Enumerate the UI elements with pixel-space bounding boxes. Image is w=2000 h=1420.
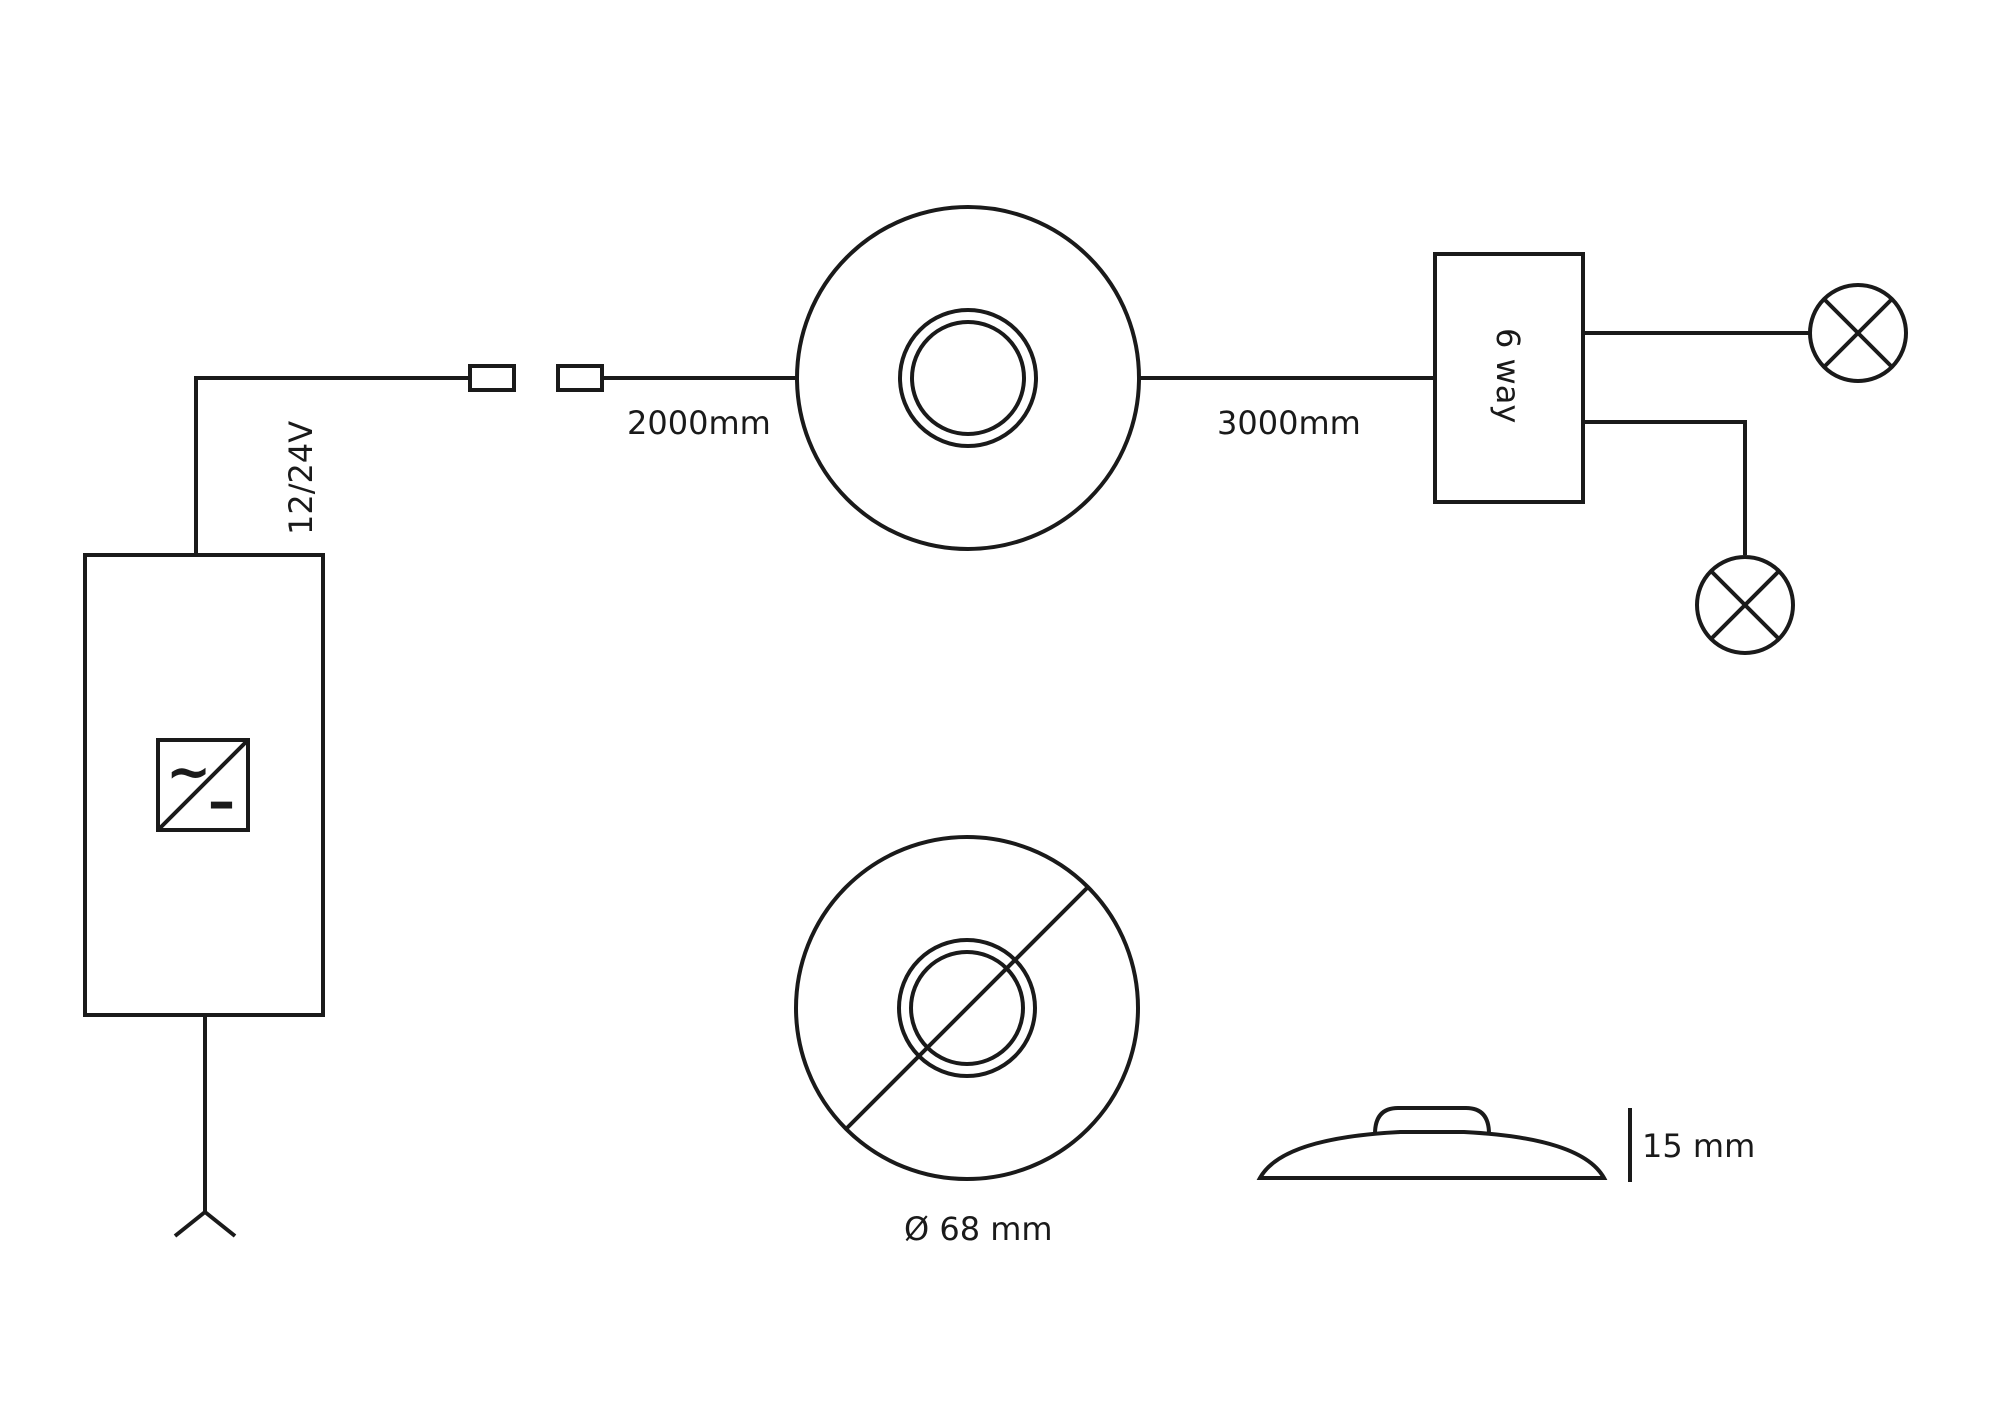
diameter-label: Ø 68 mm [904,1210,1053,1248]
fitting-profile-icon [1256,1106,1608,1180]
fitting-diameter-icon [794,835,1140,1181]
supply-voltage-label: 12/24V [282,421,320,535]
connector-male [468,364,516,392]
connector-female [556,364,604,392]
lamp-icon [1695,555,1795,655]
output-lead [194,376,470,555]
mains-plug-icon [173,1015,237,1238]
lead-length-2000-label: 2000mm [627,404,771,442]
lead-length-3000-label: 3000mm [1217,404,1361,442]
lamp-icon [1808,283,1908,383]
output-line-2 [1583,420,1747,555]
dc-symbol: – [208,770,235,833]
distributor-label: 6 way [1489,328,1527,423]
height-label: 15 mm [1642,1127,1755,1165]
ac-dc-converter-icon: ~ – [156,738,250,833]
distributor-box [1433,252,1585,504]
ac-symbol: ~ [166,740,211,803]
light-fitting-icon [795,205,1141,551]
